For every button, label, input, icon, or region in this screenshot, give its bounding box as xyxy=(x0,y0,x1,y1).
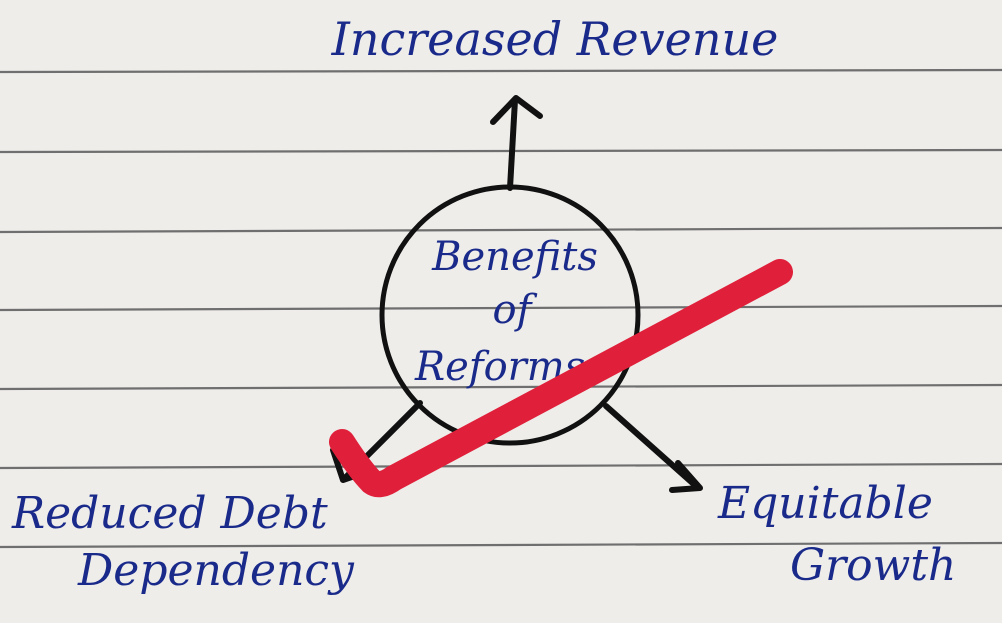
rule-line xyxy=(0,541,1002,549)
check-icon xyxy=(329,259,793,498)
rule-line xyxy=(0,226,1002,234)
outcome-top-label: Increased Revenue xyxy=(331,12,779,66)
arrow-down-right xyxy=(603,403,700,490)
outcome-bottom-right-line-2: Growth xyxy=(790,540,956,591)
center-label: Benefits of Reforms xyxy=(414,234,598,390)
rule-line xyxy=(0,148,1002,154)
outcome-bottom-left: Reduced Debt Dependency xyxy=(11,488,355,596)
arrow-up xyxy=(507,97,518,191)
outcome-bottom-left-line-1: Reduced Debt xyxy=(11,488,328,539)
outcome-bottom-left-line-2: Dependency xyxy=(77,545,355,596)
rule-line xyxy=(0,68,1002,74)
rule-line xyxy=(0,383,1002,391)
ruled-lines xyxy=(0,68,1002,549)
arrow-down-right-head xyxy=(669,460,703,493)
center-label-line-2: of xyxy=(493,287,538,333)
outcome-bottom-right-line-1: Equitable xyxy=(717,478,933,529)
center-label-line-1: Benefits xyxy=(431,234,598,280)
outcome-bottom-right: Equitable Growth xyxy=(717,478,956,591)
arrow-up-head xyxy=(490,95,543,125)
rule-line xyxy=(0,304,1002,312)
rule-line xyxy=(0,462,1002,470)
